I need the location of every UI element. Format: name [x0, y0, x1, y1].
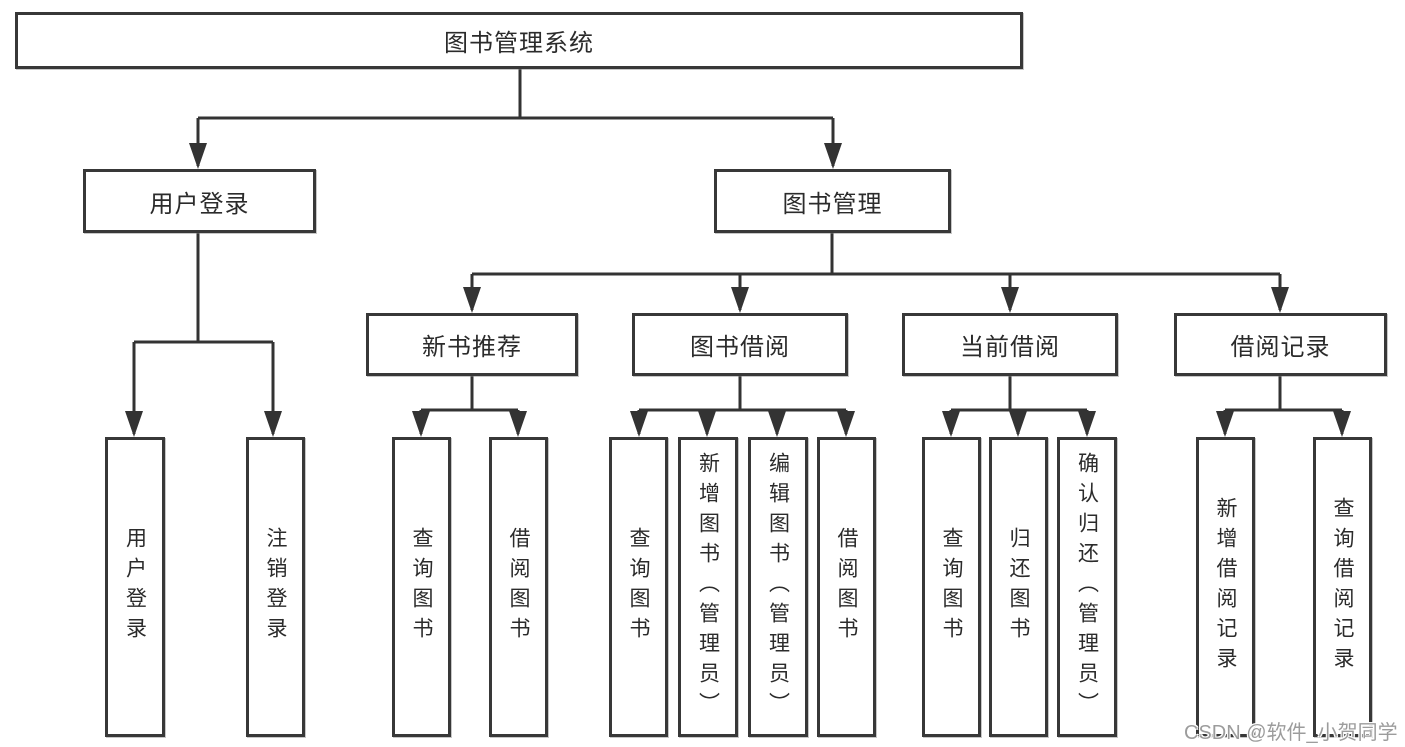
- node-current-borrowing: 当前借阅: [902, 313, 1118, 376]
- node-add-book-admin: 新增图书（管理员）: [678, 437, 738, 737]
- node-user-login-action: 用户登录: [105, 437, 165, 737]
- node-return-book: 归还图书: [989, 437, 1048, 737]
- node-user-login-module: 用户登录: [83, 169, 316, 233]
- node-borrow-book-recommend: 借阅图书: [489, 437, 548, 737]
- node-query-book-recommend: 查询图书: [392, 437, 451, 737]
- node-borrow-book-action: 借阅图书: [817, 437, 876, 737]
- csdn-watermark: CSDN @软件_小贺同学: [1184, 722, 1398, 744]
- node-book-management-module: 图书管理: [714, 169, 951, 233]
- connector-arrowheads: [125, 143, 1351, 437]
- node-new-book-recommend: 新书推荐: [366, 313, 578, 376]
- node-logout-action: 注销登录: [246, 437, 305, 737]
- node-add-borrow-record: 新增借阅记录: [1196, 437, 1255, 737]
- node-borrowing-records: 借阅记录: [1174, 313, 1387, 376]
- node-query-book-borrowing: 查询图书: [609, 437, 668, 737]
- node-query-borrow-record: 查询借阅记录: [1313, 437, 1372, 737]
- node-root-library-system: 图书管理系统: [15, 12, 1023, 69]
- node-query-book-current: 查询图书: [922, 437, 981, 737]
- node-confirm-return-admin: 确认归还（管理员）: [1057, 437, 1117, 737]
- node-edit-book-admin: 编辑图书（管理员）: [748, 437, 808, 737]
- connector-lines: [132, 69, 1344, 434]
- node-book-borrowing: 图书借阅: [632, 313, 848, 376]
